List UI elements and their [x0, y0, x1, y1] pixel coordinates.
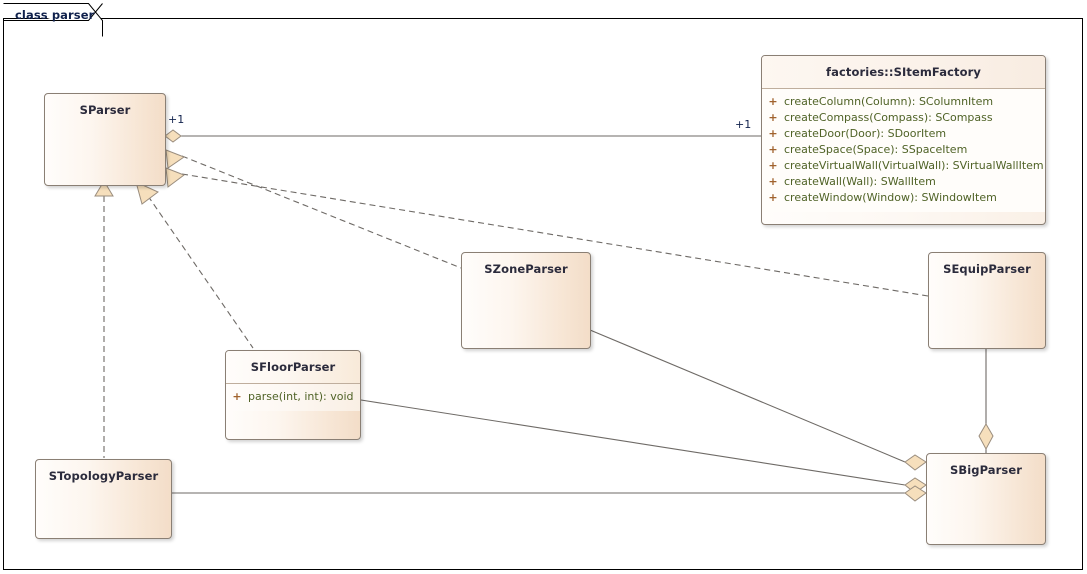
- diagram-frame: [3, 18, 1083, 570]
- multiplicity-target: +1: [735, 118, 752, 131]
- class-sequipparser[interactable]: SEquipParser: [928, 252, 1046, 349]
- diagram-frame-tab: class parser: [3, 3, 107, 37]
- member-signature: createCompass(Compass): SCompass: [784, 111, 993, 124]
- visibility-marker: +: [768, 143, 778, 156]
- member-row: + createWindow(Window): SWindowItem: [762, 190, 1045, 206]
- class-sparser[interactable]: SParser: [44, 93, 166, 186]
- member-row: + createCompass(Compass): SCompass: [762, 110, 1045, 126]
- visibility-marker: +: [768, 111, 778, 124]
- member-row: + createColumn(Column): SColumnItem: [762, 94, 1045, 110]
- member-signature: createColumn(Column): SColumnItem: [784, 95, 994, 108]
- member-signature: parse(int, int): void: [248, 390, 354, 403]
- frame-tab-shape: [3, 3, 103, 37]
- member-signature: createVirtualWall(VirtualWall): SVirtual…: [784, 159, 1044, 172]
- member-row: + parse(int, int): void: [226, 389, 360, 405]
- visibility-marker: +: [768, 159, 778, 172]
- multiplicity-source: +1: [168, 113, 185, 126]
- frame-label: class parser: [15, 8, 95, 22]
- class-sitemfactory[interactable]: factories::SItemFactory + createColumn(C…: [761, 55, 1046, 225]
- class-title-sbigparser: SBigParser: [949, 463, 1023, 477]
- member-signature: createWindow(Window): SWindowItem: [784, 191, 997, 204]
- class-title-sequipparser: SEquipParser: [943, 262, 1031, 276]
- class-title-stopologyparser: STopologyParser: [48, 469, 159, 483]
- visibility-marker: +: [232, 390, 242, 403]
- member-signature: createDoor(Door): SDoorItem: [784, 127, 947, 140]
- member-row: + createVirtualWall(VirtualWall): SVirtu…: [762, 158, 1045, 174]
- visibility-marker: +: [768, 95, 778, 108]
- class-szoneparser[interactable]: SZoneParser: [461, 252, 591, 349]
- visibility-marker: +: [768, 175, 778, 188]
- class-members-sfloorparser: + parse(int, int): void: [226, 384, 360, 411]
- class-title-sitemfactory: factories::SItemFactory: [762, 56, 1045, 89]
- class-stopologyparser[interactable]: STopologyParser: [35, 459, 172, 539]
- member-signature: createSpace(Space): SSpaceItem: [784, 143, 968, 156]
- class-title-sfloorparser: SFloorParser: [226, 351, 360, 384]
- class-title-szoneparser: SZoneParser: [484, 262, 568, 276]
- member-row: + createWall(Wall): SWallItem: [762, 174, 1045, 190]
- class-sbigparser[interactable]: SBigParser: [926, 453, 1046, 545]
- member-signature: createWall(Wall): SWallItem: [784, 175, 936, 188]
- visibility-marker: +: [768, 191, 778, 204]
- class-members-sitemfactory: + createColumn(Column): SColumnItem + cr…: [762, 89, 1045, 212]
- visibility-marker: +: [768, 127, 778, 140]
- member-row: + createDoor(Door): SDoorItem: [762, 126, 1045, 142]
- class-title-sparser: SParser: [79, 103, 131, 117]
- member-row: + createSpace(Space): SSpaceItem: [762, 142, 1045, 158]
- class-sfloorparser[interactable]: SFloorParser + parse(int, int): void: [225, 350, 361, 440]
